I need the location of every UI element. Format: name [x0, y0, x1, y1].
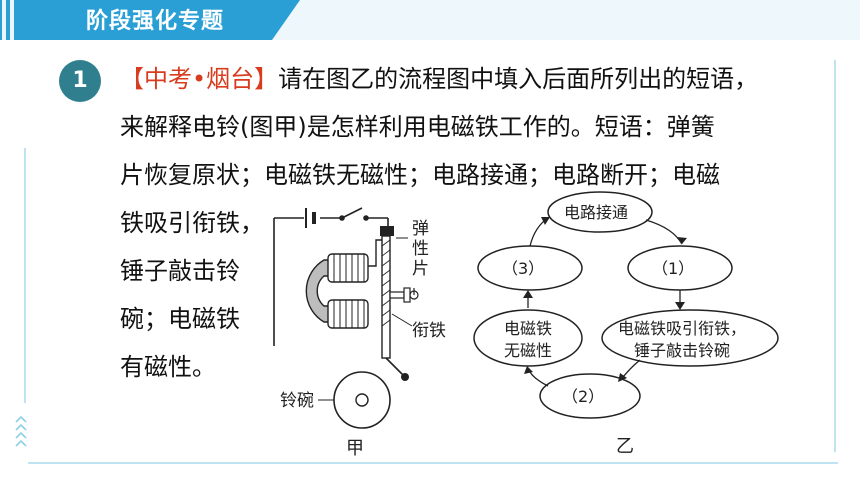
node-circuit-on — [547, 191, 653, 233]
question-line-6: 碗；电磁铁 — [120, 305, 240, 333]
question-text: 请在图乙的流程图中填入后面所列出的短语， — [278, 65, 759, 93]
node-attract-text-1: 电磁铁吸引衔铁， — [618, 319, 746, 338]
chevron-up-icon — [15, 415, 27, 447]
node-attract-text-2: 锤子敲击铃碗 — [634, 341, 730, 360]
page-title: 阶段强化专题 — [86, 9, 225, 34]
left-rule — [24, 148, 26, 403]
node-no-magnet-text-1: 电磁铁 — [504, 319, 552, 338]
question-line-4: 铁吸引衔铁， — [120, 209, 264, 237]
spring-label-2: 性 — [412, 239, 429, 259]
node-2 — [539, 373, 641, 419]
source-tag: 【中考•烟台】 — [120, 65, 279, 93]
figure-bell: 弹 性 片 衔铁 铃碗 甲 — [273, 207, 446, 459]
question-line-2: 来解释电铃(图甲)是怎样利用电磁铁工作的。短语：弹簧 — [120, 113, 715, 141]
node-attract — [601, 309, 779, 367]
node-circuit-on-text: 电路接通 — [564, 203, 628, 222]
spring-label-1: 弹 — [412, 219, 429, 239]
bell-bowl-label: 铃碗 — [280, 391, 314, 411]
node-no-magnet-text-2: 无磁性 — [504, 341, 552, 360]
node-1-text: （1） — [652, 259, 694, 278]
node-2-text: （2） — [562, 387, 604, 406]
figure-b-caption: 乙 — [616, 436, 634, 457]
armature-label: 衔铁 — [412, 321, 446, 341]
question-line-1: 【中考•烟台】请在图乙的流程图中填入后面所列出的短语， — [120, 55, 758, 103]
node-no-magnet — [473, 309, 583, 367]
header-tab — [0, 0, 300, 40]
question-line-5: 锤子敲击铃 — [120, 257, 240, 285]
question-line-3: 片恢复原状；电磁铁无磁性；电路接通；电路断开；电磁 — [120, 161, 720, 189]
spring-label-3: 片 — [412, 259, 429, 279]
question-line-7: 有磁性。 — [120, 353, 216, 381]
question-number-badge: 1 — [59, 60, 101, 102]
node-3-text: （3） — [502, 259, 544, 278]
footer-rule — [28, 462, 838, 464]
figure-a-caption: 甲 — [346, 438, 364, 459]
figure-flow: 电路接通 （1） （3） 电磁铁吸引衔铁， 锤子敲击铃碗 电磁铁 无磁性 （2）… — [473, 191, 779, 457]
right-rule — [834, 60, 836, 452]
